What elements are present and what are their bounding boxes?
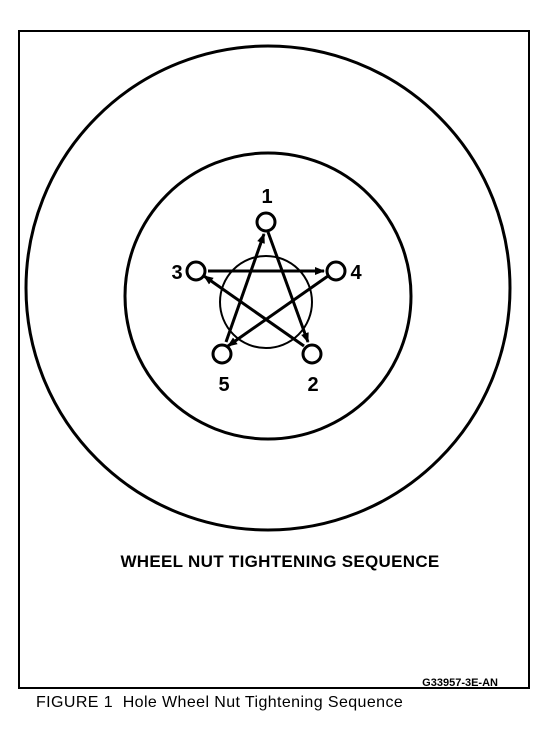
inner-wheel-circle: [123, 151, 413, 441]
arrow-1-to-2: [266, 231, 310, 343]
nut-2: [301, 343, 323, 365]
nut-label-4: 4: [350, 262, 362, 284]
figure-caption-text: Hole Wheel Nut Tightening Sequence: [122, 694, 404, 711]
arrow-2-to-3: [203, 274, 305, 348]
nut-5: [211, 343, 233, 365]
sequence-arrows: [203, 231, 329, 348]
figure-number: FIGURE 1: [36, 694, 113, 711]
arrow-4-to-5: [227, 274, 329, 348]
nut-3: [185, 260, 207, 282]
wheel-nuts: [185, 211, 347, 365]
arrow-5-to-1: [224, 233, 266, 343]
nut-1: [255, 211, 277, 233]
nut-4: [325, 260, 347, 282]
hub-circle: [219, 255, 313, 349]
figure-frame: [18, 30, 530, 689]
nut-label-1: 1: [261, 186, 272, 208]
nut-label-2: 2: [307, 374, 318, 396]
figure-code: G33957-3E-AN: [422, 677, 498, 689]
nut-label-3: 3: [171, 262, 182, 284]
figure-caption: FIGURE 1 Hole Wheel Nut Tightening Seque…: [36, 694, 403, 712]
diagram-title: WHEEL NUT TIGHTENING SEQUENCE: [120, 552, 440, 571]
outer-wheel-circle: [24, 44, 512, 532]
nut-label-5: 5: [218, 374, 229, 396]
